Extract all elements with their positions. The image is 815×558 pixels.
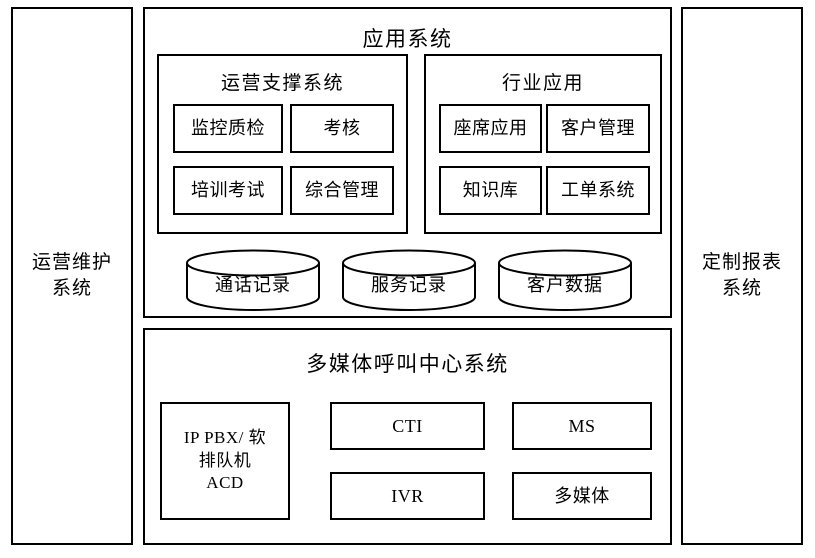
module-assessment[interactable]: 考核 xyxy=(290,104,394,153)
component-ivr[interactable]: IVR xyxy=(330,472,485,520)
group-operation-support-system: 运营支撑系统 监控质检 考核 培训考试 综合管理 xyxy=(157,54,408,234)
module-knowledge-base[interactable]: 知识库 xyxy=(439,166,542,215)
panel-custom-report-system: 定制报表 系统 xyxy=(681,7,803,545)
database-call-records[interactable]: 通话记录 xyxy=(185,249,321,311)
panel-operation-maintenance-system-label: 运营维护 系统 xyxy=(31,252,112,299)
component-ms[interactable]: MS xyxy=(512,402,652,450)
cylinder-icon xyxy=(342,249,476,311)
module-monitoring-quality-inspection[interactable]: 监控质检 xyxy=(173,104,283,153)
application-system-title: 应用系统 xyxy=(362,27,453,51)
panel-custom-report-system-label: 定制报表 系统 xyxy=(701,252,782,299)
database-customer-data-label: 客户数据 xyxy=(527,275,603,295)
group-operation-support-system-title: 运营支撑系统 xyxy=(220,73,344,94)
database-service-records-label: 服务记录 xyxy=(371,275,447,295)
module-comprehensive-management[interactable]: 综合管理 xyxy=(290,166,394,215)
module-customer-management[interactable]: 客户管理 xyxy=(546,104,650,153)
group-industry-application-title: 行业应用 xyxy=(501,73,584,94)
group-industry-application: 行业应用 座席应用 客户管理 知识库 工单系统 xyxy=(424,54,662,234)
module-work-order-system[interactable]: 工单系统 xyxy=(546,166,650,215)
call-center-system-title: 多媒体呼叫中心系统 xyxy=(306,352,509,376)
component-cti[interactable]: CTI xyxy=(330,402,485,450)
database-call-records-label: 通话记录 xyxy=(215,275,291,295)
component-ip-pbx-acd[interactable]: IP PBX/ 软 排队机 ACD xyxy=(160,402,290,520)
call-center-system-container: 多媒体呼叫中心系统 IP PBX/ 软 排队机 ACD CTI MS IVR 多… xyxy=(143,328,672,545)
database-customer-data[interactable]: 客户数据 xyxy=(497,249,633,311)
database-service-records[interactable]: 服务记录 xyxy=(341,249,477,311)
cylinder-icon xyxy=(498,249,632,311)
module-agent-application[interactable]: 座席应用 xyxy=(439,104,542,153)
component-multimedia[interactable]: 多媒体 xyxy=(512,472,652,520)
module-training-examination[interactable]: 培训考试 xyxy=(173,166,283,215)
application-system-container: 应用系统 运营支撑系统 监控质检 考核 培训考试 综合管理 行业应用 座席应用 … xyxy=(143,7,672,318)
cylinder-icon xyxy=(186,249,320,311)
panel-operation-maintenance-system: 运营维护 系统 xyxy=(11,7,133,545)
